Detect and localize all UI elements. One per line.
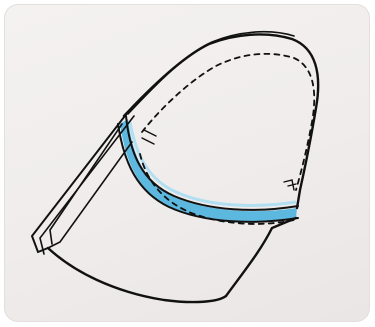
paper-background xyxy=(4,4,370,322)
strap-edge-4 xyxy=(48,142,132,248)
strap-edge-3 xyxy=(50,124,122,244)
notch-right xyxy=(284,180,296,190)
notch-left xyxy=(142,130,156,144)
sketch-drawing xyxy=(4,4,370,322)
lower-panel-outline xyxy=(48,218,296,302)
